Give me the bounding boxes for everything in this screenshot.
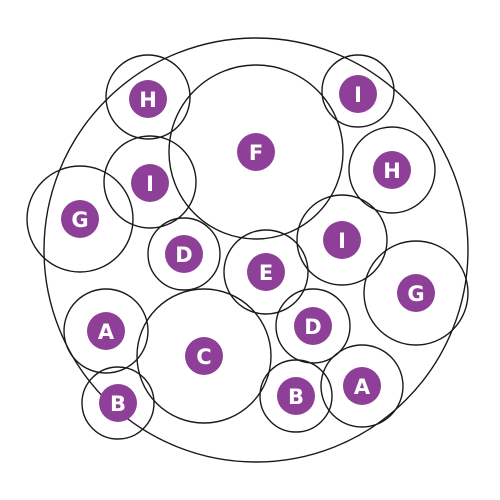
node-label: E: [259, 261, 273, 285]
label-badge: [165, 235, 203, 273]
node-g-left: G: [26, 165, 134, 273]
node-label: A: [354, 375, 371, 399]
node-ring: [321, 54, 395, 128]
node-label: I: [354, 83, 362, 107]
node-a-bottom-right: A: [320, 344, 404, 428]
outer-boundary-circle: [43, 37, 469, 463]
label-badge: [397, 274, 435, 312]
label-badge: [61, 200, 99, 238]
node-i-center-right: I: [296, 194, 388, 286]
node-b-left: B: [81, 366, 155, 440]
label-badge: [237, 133, 275, 171]
node-i-top-right: I: [321, 54, 395, 128]
label-badge: [339, 75, 377, 113]
node-ring: [223, 229, 309, 315]
node-label: A: [98, 320, 115, 344]
node-ring: [363, 240, 469, 346]
label-badge: [185, 337, 223, 375]
label-badge: [129, 80, 167, 118]
node-c-center: C: [136, 288, 272, 424]
label-badge: [277, 377, 315, 415]
label-badge: [87, 312, 125, 350]
node-ring: [147, 217, 221, 291]
node-g-right: G: [363, 240, 469, 346]
label-badge: [131, 164, 169, 202]
node-label: H: [383, 159, 401, 183]
node-ring: [81, 366, 155, 440]
node-label: F: [249, 141, 263, 165]
node-label: D: [304, 315, 321, 339]
label-badge: [343, 367, 381, 405]
node-ring: [348, 126, 436, 214]
node-ring: [105, 54, 191, 140]
node-d-left: D: [147, 217, 221, 291]
node-i-upper-left: I: [103, 135, 197, 229]
node-ring: [259, 359, 333, 433]
node-ring: [320, 344, 404, 428]
node-label: H: [139, 88, 157, 112]
node-label: B: [288, 385, 304, 409]
node-label: G: [407, 282, 424, 306]
node-ring: [296, 194, 388, 286]
node-ring: [103, 135, 197, 229]
node-h-right: H: [348, 126, 436, 214]
label-badge: [373, 151, 411, 189]
node-label: C: [196, 345, 211, 369]
node-h-top-left: H: [105, 54, 191, 140]
label-badge: [99, 384, 137, 422]
node-ring: [63, 288, 149, 374]
node-d-right: D: [275, 288, 351, 364]
node-ring: [136, 288, 272, 424]
node-label: I: [146, 172, 154, 196]
node-ring: [275, 288, 351, 364]
node-ring: [168, 64, 344, 240]
label-badge: [323, 221, 361, 259]
node-b-bottom: B: [259, 359, 333, 433]
label-badge: [294, 307, 332, 345]
node-f-center-top: F: [168, 64, 344, 240]
node-label: D: [175, 243, 192, 267]
label-badge: [247, 253, 285, 291]
node-label: I: [338, 229, 346, 253]
node-a-left: A: [63, 288, 149, 374]
node-e-center: E: [223, 229, 309, 315]
node-ring: [26, 165, 134, 273]
node-label: B: [110, 392, 126, 416]
node-label: G: [71, 208, 88, 232]
